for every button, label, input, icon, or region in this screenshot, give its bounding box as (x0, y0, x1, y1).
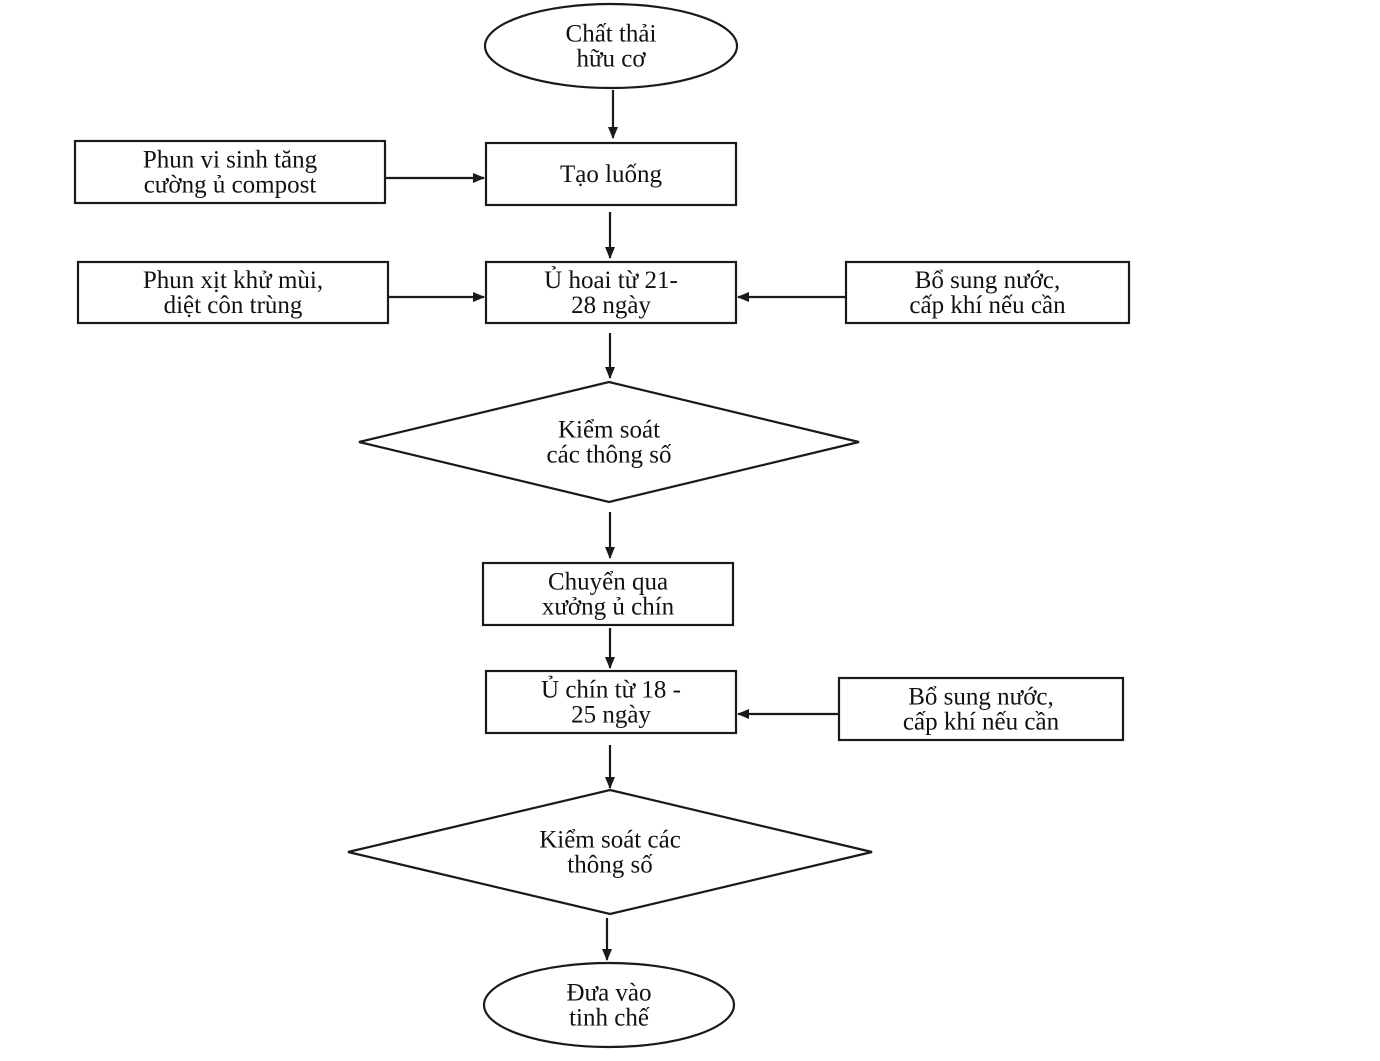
process-box (481, 561, 735, 627)
node-label: Chuyển qua (548, 569, 668, 596)
node-label: diệt côn trùng (164, 292, 303, 319)
node-label: Ủ hoai từ 21- (544, 266, 678, 294)
node-spray2: Phun xịt khử mùi,diệt côn trùng (76, 260, 390, 325)
terminal-ellipse (483, 2, 739, 90)
node-label: Kiểm soát các (539, 827, 681, 854)
node-label: cấp khí nếu cần (909, 292, 1066, 319)
node-label: thông số (567, 852, 653, 879)
process-box (484, 141, 738, 207)
edges-layer (385, 90, 846, 961)
node-label: cường ủ compost (144, 172, 317, 199)
node-label: 25 ngày (571, 702, 651, 729)
node-label: Bổ sung nước, (908, 684, 1054, 711)
process-box (837, 676, 1125, 742)
process-box (844, 260, 1131, 325)
node-label: Phun vi sinh tăng (143, 147, 318, 174)
node-label: Tạo luống (560, 161, 663, 188)
node-label: 28 ngày (571, 292, 651, 319)
node-label: tinh chế (569, 1005, 650, 1032)
node-label: Kiểm soát (558, 417, 660, 444)
node-label: Chất thải (566, 21, 657, 48)
process-box (73, 139, 387, 205)
node-rows: Tạo luống (484, 141, 738, 207)
process-box (484, 669, 738, 735)
node-label: Bổ sung nước, (915, 267, 1061, 294)
node-compost2: Ủ chín từ 18 -25 ngày (484, 669, 738, 735)
node-label: các thông số (547, 442, 672, 469)
terminal-ellipse (482, 961, 736, 1049)
node-supply1: Bổ sung nước,cấp khí nếu cần (844, 260, 1131, 325)
node-label: Ủ chín từ 18 - (541, 676, 681, 704)
decision-diamond (347, 788, 873, 916)
node-label: xưởng ủ chín (542, 594, 675, 621)
node-supply2: Bổ sung nước,cấp khí nếu cần (837, 676, 1125, 742)
decision-diamond (358, 380, 860, 504)
node-label: cấp khí nếu cần (903, 709, 1060, 736)
process-box (76, 260, 390, 325)
node-label: Phun xịt khử mùi, (143, 267, 323, 294)
node-label: Đưa vào (566, 980, 651, 1007)
node-label: hữu cơ (576, 46, 646, 73)
process-box (484, 260, 738, 325)
node-compost1: Ủ hoai từ 21-28 ngày (484, 260, 738, 325)
